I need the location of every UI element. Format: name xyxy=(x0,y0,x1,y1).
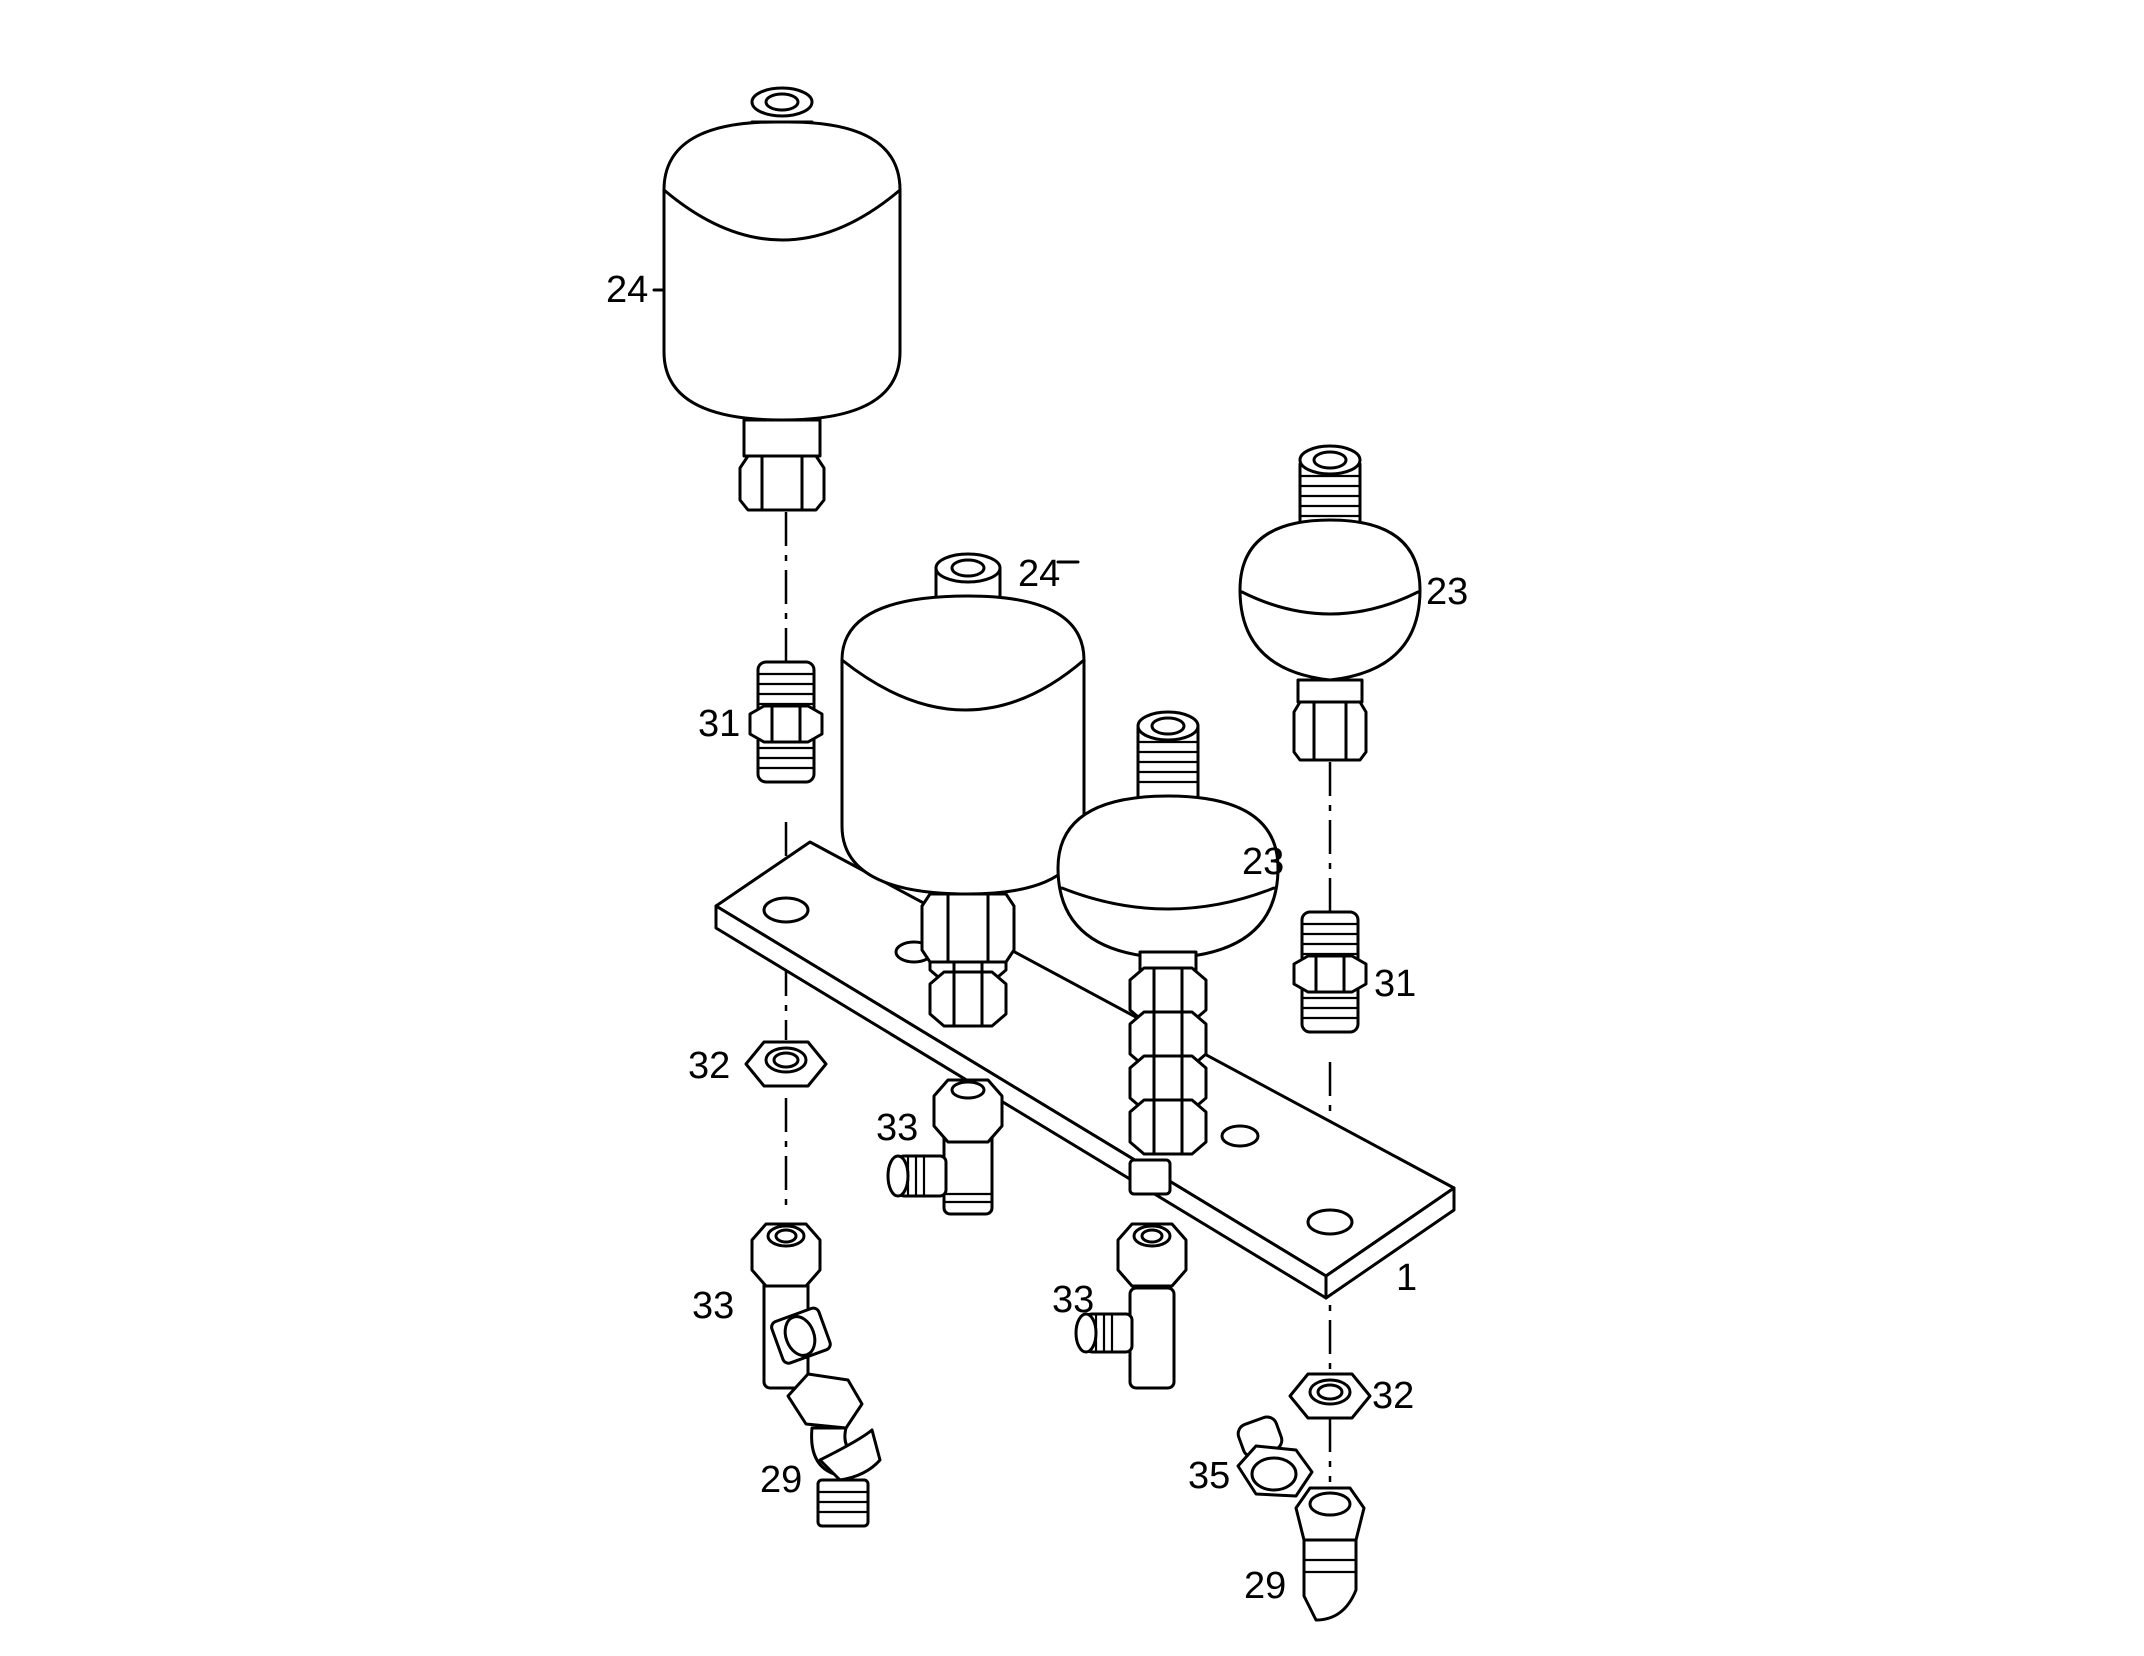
label-1: 1 xyxy=(1396,1257,1417,1299)
label-35: 35 xyxy=(1188,1455,1230,1497)
accumulator-small-mid xyxy=(1056,710,1280,972)
tee-fitting-mid xyxy=(1074,1222,1188,1390)
label-32-right: 32 xyxy=(1372,1375,1414,1417)
accumulator-small-right xyxy=(1238,444,1422,762)
accumulator-large-top xyxy=(662,86,902,512)
side-nipple-left xyxy=(770,1306,832,1365)
label-33-mid: 33 xyxy=(1052,1279,1094,1321)
accumulator-large-center xyxy=(840,552,1086,964)
label-24-top: 24 xyxy=(606,269,648,311)
label-33-center: 33 xyxy=(876,1107,918,1149)
label-29-right: 29 xyxy=(1244,1565,1286,1607)
label-33-left: 33 xyxy=(692,1285,734,1327)
stub-under-plate xyxy=(1128,1158,1172,1196)
label-23-mid: 23 xyxy=(1242,841,1284,883)
mounting-plate xyxy=(714,840,1456,1300)
label-32-left: 32 xyxy=(688,1045,730,1087)
label-31-right: 31 xyxy=(1374,963,1416,1005)
nipple-left xyxy=(748,660,824,784)
reducer-fitting xyxy=(1236,1415,1314,1498)
lock-nut-right xyxy=(1288,1372,1372,1420)
nipple-right xyxy=(1292,910,1368,1034)
lock-nut-left xyxy=(744,1040,828,1088)
elbow-fitting-right xyxy=(1294,1486,1366,1622)
label-23-right: 23 xyxy=(1426,571,1468,613)
label-24-mid: 24 xyxy=(1018,553,1060,595)
hex-stack-mid xyxy=(1128,966,1208,1156)
label-29-left: 29 xyxy=(760,1459,802,1501)
label-31-left: 31 xyxy=(698,703,740,745)
elbow-fitting-left xyxy=(786,1372,882,1528)
